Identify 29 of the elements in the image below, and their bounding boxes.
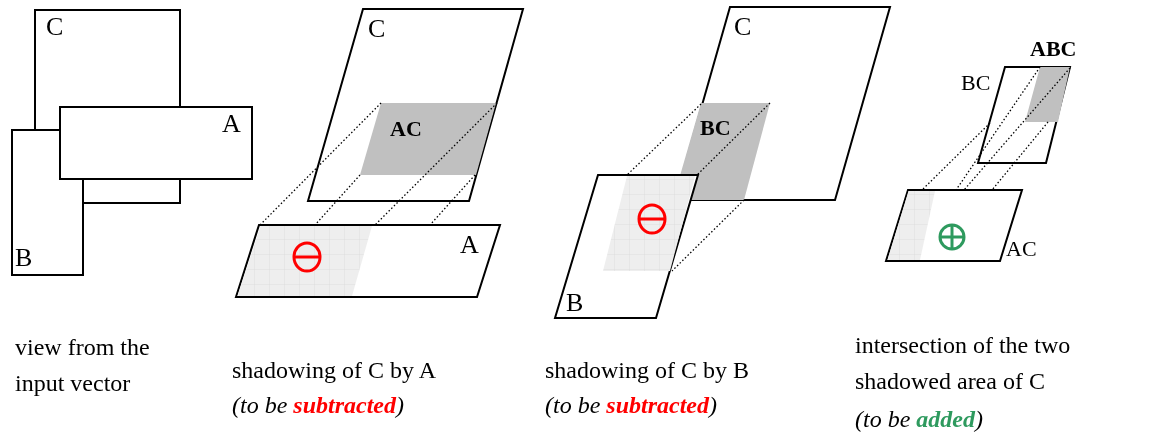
projection-line [671, 199, 745, 272]
projection-line [259, 102, 382, 226]
region-label: ABC [1030, 38, 1077, 60]
plane-label: C [368, 16, 386, 42]
projection-line [374, 102, 498, 226]
projection-line [314, 174, 361, 226]
caption: (to be added) [855, 405, 984, 434]
projection-line [921, 122, 991, 191]
caption: shadowing of C by B [545, 356, 750, 385]
projection-line [626, 103, 702, 176]
plane-label: A [460, 232, 479, 258]
region-label: BC [700, 117, 731, 139]
plane-label: AC [1006, 238, 1037, 260]
plane-label: B [566, 290, 584, 316]
caption: (to be subtracted) [545, 391, 718, 420]
caption: intersection of the two shadowed area of C [855, 331, 1072, 396]
region-label: AC [390, 118, 422, 140]
projection-line [991, 121, 1049, 191]
projection-line [963, 67, 1071, 191]
plane-label: C [46, 14, 64, 40]
plane-label: BC [961, 72, 991, 94]
plane-label: C [734, 14, 752, 40]
projection-line [955, 66, 1041, 191]
plane-label: B [15, 245, 33, 271]
plane-label: A [222, 111, 241, 137]
caption: view from the input vector [15, 333, 151, 398]
projection-line [696, 102, 771, 176]
caption: shadowing of C by A [232, 356, 437, 385]
caption: (to be subtracted) [232, 391, 405, 420]
